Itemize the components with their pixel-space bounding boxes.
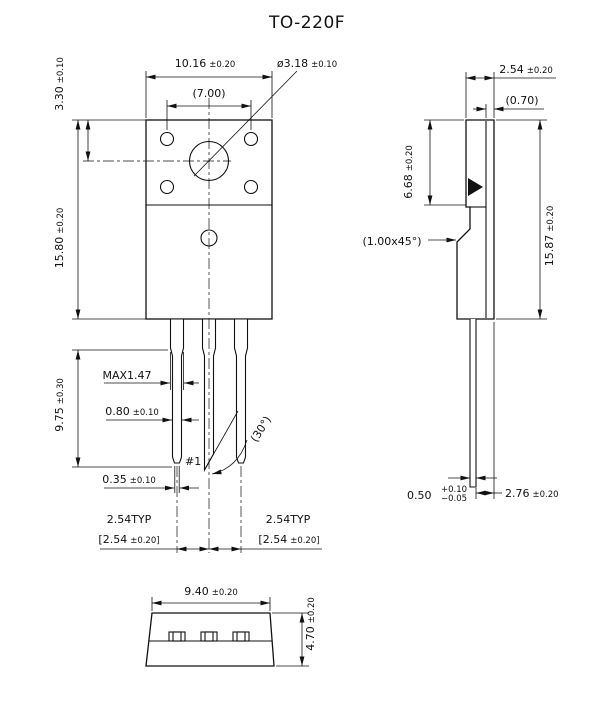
lead-3 [233,318,249,464]
side-hole-section-mark [468,178,483,196]
dim-lead-width: 0.80±0.10 [105,405,159,418]
dim-side-thickness: 2.54±0.20 [499,63,553,76]
dim-side-lead-thickness-minus: −0.05 [441,494,467,504]
side-view [456,119,495,488]
pin1-label: #1 [185,455,201,468]
dim-front-width: 10.16±0.20 [175,57,236,70]
tab-corner-hole [159,179,175,195]
bottom-view [145,612,275,667]
labels: TO-220F 10.16±0.20 (7.00) ø3.18±0.10 3.3… [53,13,559,651]
bottom-dimension-lines [151,597,309,667]
hole-leader-line [193,70,298,177]
dim-side-chamfer: (1.00x45°) [362,235,421,248]
side-lead [469,319,477,488]
angle-arc [211,439,248,475]
dim-side-tab-thickness: (0.70) [505,94,538,107]
side-package-outline [456,119,495,320]
dim-front-inner-width: (7.00) [192,87,225,100]
dim-pitch-left-tol: [2.54±0.20] [98,533,159,546]
dim-pitch-right-typ: 2.54TYP [266,513,311,526]
bottom-lead-1 [172,631,182,642]
dim-bottom-depth: 4.70±0.20 [304,597,317,651]
dim-lead-length: 9.75±0.30 [53,378,66,432]
bottom-lead-3 [236,631,246,642]
dim-tab-height: 3.30±0.10 [53,57,66,111]
dim-hole-diameter: ø3.18±0.10 [277,57,337,70]
page-title: TO-220F [268,13,345,33]
dim-side-lead-thickness-plus: +0.10 [441,485,467,495]
bottom-lead-2 [204,631,214,642]
dim-lead-max-width: MAX1.47 [102,369,151,382]
dim-body-height: 15.80±0.20 [53,208,66,269]
dim-side-lead-thickness: 0.50 [407,489,432,502]
dim-side-height: 15.87±0.20 [543,206,556,267]
dim-bottom-width: 9.40±0.20 [184,585,238,598]
front-dimension-lines [72,70,322,553]
dim-pitch-left-typ: 2.54TYP [107,513,152,526]
tab-corner-hole [243,179,259,195]
dim-tip-width: 0.35±0.10 [102,473,156,486]
tip-chamfer-extension [204,410,239,471]
dim-side-hole-depth: 6.68±0.20 [402,145,415,199]
dim-side-lead-offset: 2.76±0.20 [505,487,559,500]
tab-corner-hole [243,131,259,147]
side-dimension-lines [424,72,556,499]
lead-1 [169,318,185,464]
dim-pitch-right-tol: [2.54±0.20] [258,533,319,546]
dim-tip-angle: (30°) [248,414,274,445]
tab-corner-hole [159,131,175,147]
